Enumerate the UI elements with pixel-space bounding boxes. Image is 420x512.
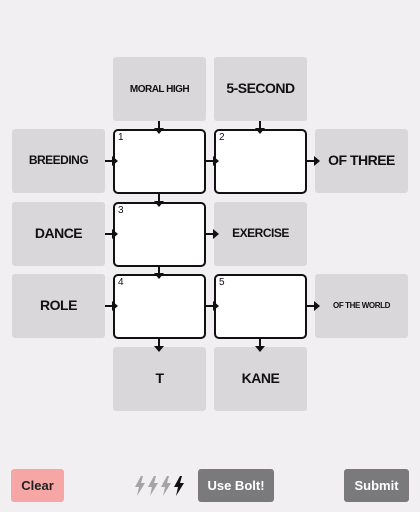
bolt-counter (134, 476, 188, 496)
answer-cell-1[interactable]: 1 (113, 129, 206, 194)
bolt-icon (174, 476, 184, 496)
clear-button[interactable]: Clear (11, 469, 64, 502)
clue-left-1: BREEDING (12, 129, 105, 193)
clue-right-3: EXERCISE (214, 202, 307, 266)
cell-number: 5 (219, 277, 225, 288)
bolt-icon (135, 476, 145, 496)
answer-cell-2[interactable]: 2 (214, 129, 307, 194)
answer-cell-4[interactable]: 4 (113, 274, 206, 339)
use-bolt-button[interactable]: Use Bolt! (198, 469, 274, 502)
clue-left-3: DANCE (12, 202, 105, 266)
clue-top-2: 5-SECOND (214, 57, 307, 121)
clue-left-4: ROLE (12, 274, 105, 338)
clue-right-5: OF THE WORLD (315, 274, 408, 338)
cell-number: 1 (118, 132, 124, 143)
footer-controls: Clear Use Bolt! Submit (0, 468, 420, 504)
clue-bottom-4: T (113, 347, 206, 411)
clue-top-1: MORAL HIGH (113, 57, 206, 121)
submit-button[interactable]: Submit (344, 469, 409, 502)
bolt-icon (161, 476, 171, 496)
cell-number: 3 (118, 205, 124, 216)
answer-cell-5[interactable]: 5 (214, 274, 307, 339)
bolt-icon (148, 476, 158, 496)
answer-cell-3[interactable]: 3 (113, 202, 206, 267)
puzzle-board: MORAL HIGH 5-SECOND BREEDING OF THREE DA… (12, 57, 408, 411)
clue-right-2: OF THREE (315, 129, 408, 193)
cell-number: 2 (219, 132, 225, 143)
cell-number: 4 (118, 277, 124, 288)
clue-bottom-5: KANE (214, 347, 307, 411)
